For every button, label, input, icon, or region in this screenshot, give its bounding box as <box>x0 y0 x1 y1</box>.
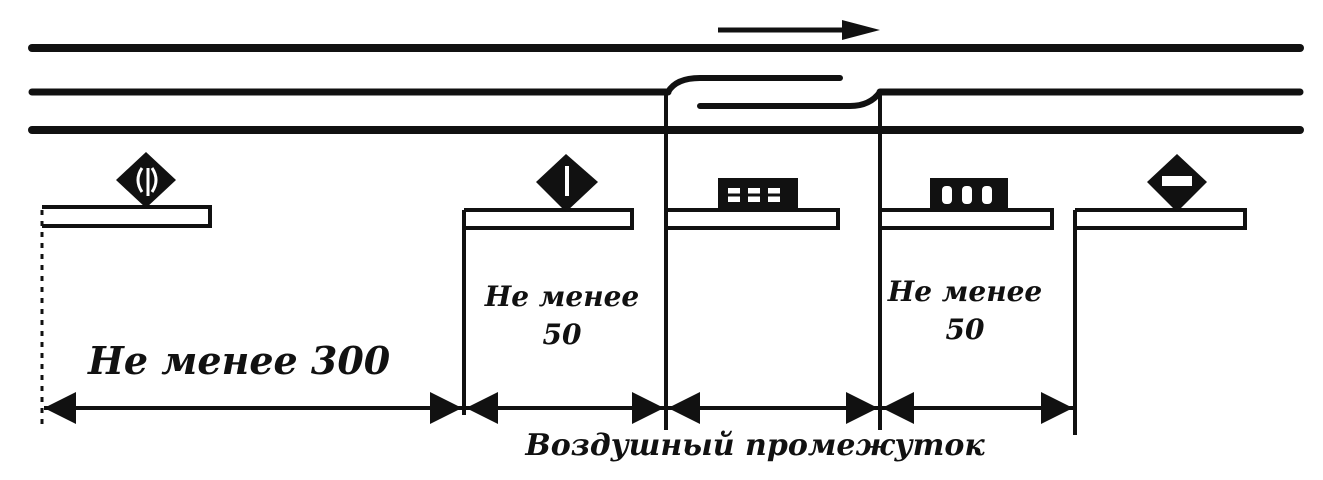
rect-sign-icon <box>930 178 1008 210</box>
diamond-sign-icon <box>116 152 176 208</box>
plate-3 <box>666 208 840 230</box>
rect-sign-icon <box>718 178 798 210</box>
middle-wire-branch-up <box>665 75 843 95</box>
distance-50-left-line1: Не менее <box>484 280 640 313</box>
plate-5 <box>1075 208 1247 230</box>
sign-plates <box>42 205 1247 230</box>
distance-50-left-label: Не менее 50 <box>462 278 662 354</box>
distance-50-right-label: Не менее 50 <box>865 273 1065 349</box>
plate-1 <box>42 205 212 228</box>
distance-50-left-line2: 50 <box>542 318 582 351</box>
distance-50-right-line1: Не менее <box>887 275 1043 308</box>
distance-300-label: Не менее 300 <box>88 338 391 383</box>
plate-2 <box>464 208 634 230</box>
section-boundaries <box>40 92 1077 435</box>
diamond-sign-icon <box>1147 154 1207 212</box>
distance-50-right-line2: 50 <box>945 313 985 346</box>
direction-arrow-icon <box>718 20 880 40</box>
diamond-sign-icon <box>536 154 598 212</box>
plate-4 <box>880 208 1054 230</box>
air-gap-label: Воздушный промежуток <box>525 428 985 463</box>
middle-wire-branch-down <box>697 89 883 109</box>
